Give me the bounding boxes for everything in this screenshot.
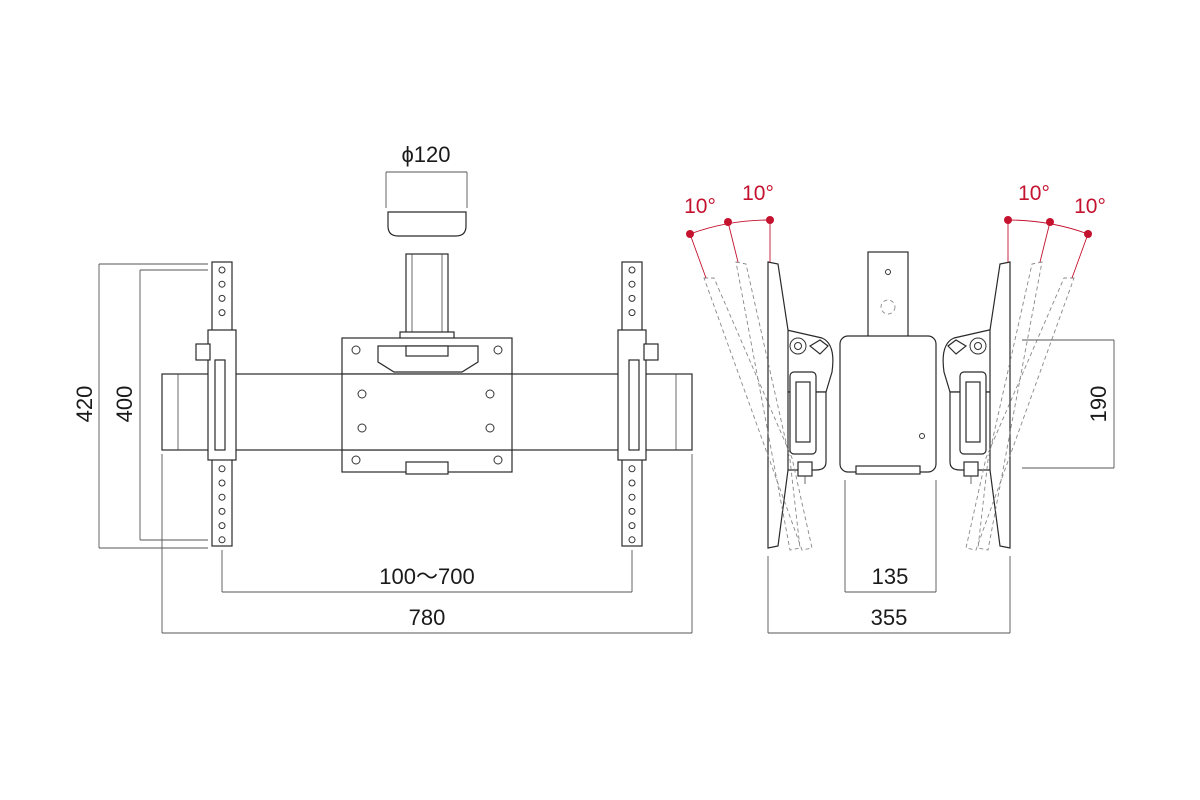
- bracket-hole: [628, 507, 636, 515]
- bracket-hole: [628, 536, 636, 544]
- bracket-hole: [218, 280, 226, 288]
- angle-dot: [1046, 218, 1054, 226]
- bracket-hole: [628, 309, 636, 317]
- horizontal-arm: [161, 373, 693, 451]
- bracket-hole: [218, 493, 226, 501]
- angle-dot: [724, 218, 732, 226]
- angle-dot: [1084, 230, 1092, 238]
- bracket-hole: [628, 280, 636, 288]
- width-label: 780: [409, 605, 446, 630]
- bracket-hole: [628, 493, 636, 501]
- bracket-hole: [218, 479, 226, 487]
- height-dimension: [98, 263, 208, 549]
- width-dimension: [161, 454, 693, 634]
- bracket-hole: [218, 465, 226, 473]
- ceiling-plate: [385, 171, 468, 237]
- vesa-range-label: 100〜700: [379, 564, 474, 589]
- front-view: ϕ120: [72, 142, 693, 634]
- bracket-hole: [628, 266, 636, 274]
- bracket-hole: [218, 266, 226, 274]
- angle-dot: [1004, 216, 1012, 224]
- inner-height-label: 400: [112, 386, 137, 423]
- bracket-hole: [628, 479, 636, 487]
- pipe-diameter-label: ϕ120: [401, 142, 450, 167]
- side-pole: [867, 251, 909, 339]
- right-tilt-ghosts: [965, 261, 1075, 551]
- tilt-height-label: 190: [1086, 386, 1111, 423]
- side-body: [839, 335, 937, 475]
- right-bracket: [617, 261, 659, 547]
- pole: [399, 253, 455, 341]
- bracket-hole: [218, 294, 226, 302]
- body-width-dimension: [844, 480, 937, 593]
- tilt-height-dimension: [1022, 339, 1115, 469]
- left-angle-markers: [686, 216, 774, 279]
- bracket-hole: [218, 507, 226, 515]
- depth-dimension: [767, 556, 1011, 634]
- height-label: 420: [72, 386, 97, 423]
- right-angle-markers: [1004, 216, 1092, 279]
- tilt-angle-label: 10°: [1018, 182, 1050, 205]
- angle-dot: [766, 216, 774, 224]
- bracket-hole: [628, 465, 636, 473]
- bracket-hole: [218, 309, 226, 317]
- tilt-angle-label: 10°: [684, 195, 716, 218]
- bracket-hole: [628, 294, 636, 302]
- bracket-hole: [218, 536, 226, 544]
- bracket-hole: [628, 522, 636, 530]
- vesa-range-dimension: [221, 550, 633, 593]
- left-bracket: [195, 261, 237, 547]
- tilt-angle-label: 10°: [742, 182, 774, 205]
- depth-label: 355: [871, 605, 908, 630]
- body-width-label: 135: [872, 564, 909, 589]
- angle-dot: [686, 230, 694, 238]
- bracket-hole: [218, 522, 226, 530]
- left-tilt-ghosts: [703, 261, 813, 551]
- tilt-angle-label: 10°: [1074, 195, 1106, 218]
- side-view: 10° 10° 10° 10° 190 135: [684, 182, 1115, 634]
